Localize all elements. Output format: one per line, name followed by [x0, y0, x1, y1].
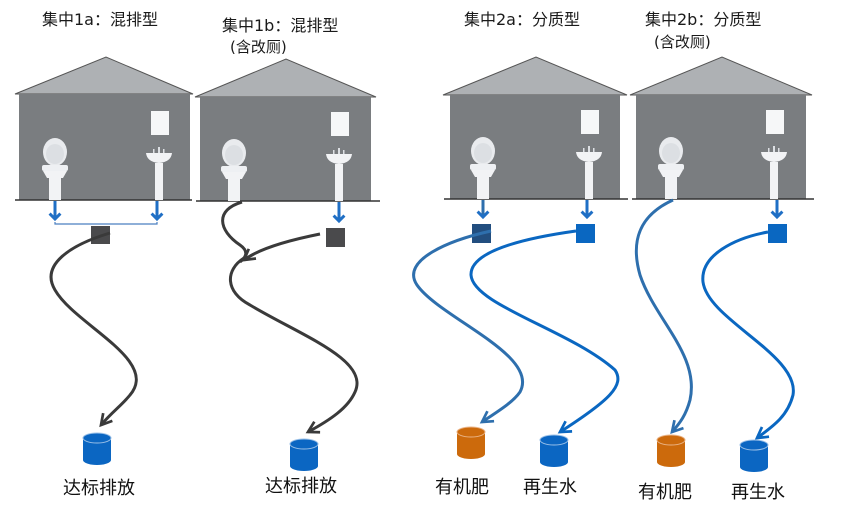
- house-2b: [629, 56, 814, 200]
- output-label-1b: 达标排放: [265, 476, 337, 497]
- greywater-pipe: [701, 230, 795, 440]
- discharge-pipe: [228, 256, 359, 434]
- bin-icon: [82, 432, 112, 466]
- flow-1a: [48, 201, 164, 466]
- flow-1b: [221, 200, 359, 472]
- flow-2a: [412, 200, 620, 468]
- output-label-2b-water: 再生水: [731, 482, 785, 503]
- collector-pipe: [54, 222, 158, 225]
- return-pipe: [241, 232, 321, 262]
- output-label-2a-fertilizer: 有机肥: [435, 477, 489, 498]
- toilet-pipe: [221, 200, 248, 264]
- output-label-1a: 达标排放: [63, 478, 135, 499]
- panel-subtitle-2b: (含改厕): [654, 33, 711, 51]
- panel-title-1a: 集中1a：混排型: [42, 10, 158, 29]
- greywater-tank-icon: [768, 224, 787, 243]
- panel-title-1b: 集中1b：混排型: [222, 16, 339, 35]
- blackwater-pipe: [634, 198, 693, 435]
- roof-2a: [442, 56, 628, 96]
- blackwater-pipe: [412, 229, 525, 424]
- panel-title-2a: 集中2a：分质型: [464, 10, 580, 29]
- greywater-tank-icon: [576, 224, 595, 243]
- bin-icon: [539, 434, 569, 468]
- roof-2b: [629, 56, 813, 96]
- house-1a: [14, 56, 194, 201]
- bin-icon: [289, 438, 319, 472]
- septic-tank-icon: [326, 228, 345, 247]
- house-2a: [442, 56, 628, 200]
- flow-2b: [634, 198, 795, 473]
- roof-1b: [194, 58, 377, 98]
- panel-subtitle-1b: (含改厕): [230, 38, 287, 56]
- greywater-pipe: [469, 229, 620, 434]
- output-label-2a-water: 再生水: [523, 477, 577, 498]
- bin-icon: [656, 434, 686, 468]
- house-1b: [194, 58, 380, 202]
- discharge-pipe: [49, 231, 138, 428]
- bin-icon: [739, 439, 769, 473]
- bin-icon: [456, 426, 486, 460]
- output-label-2b-fertilizer: 有机肥: [638, 482, 692, 503]
- roof-1a: [14, 56, 194, 95]
- panel-title-2b: 集中2b：分质型: [645, 10, 762, 29]
